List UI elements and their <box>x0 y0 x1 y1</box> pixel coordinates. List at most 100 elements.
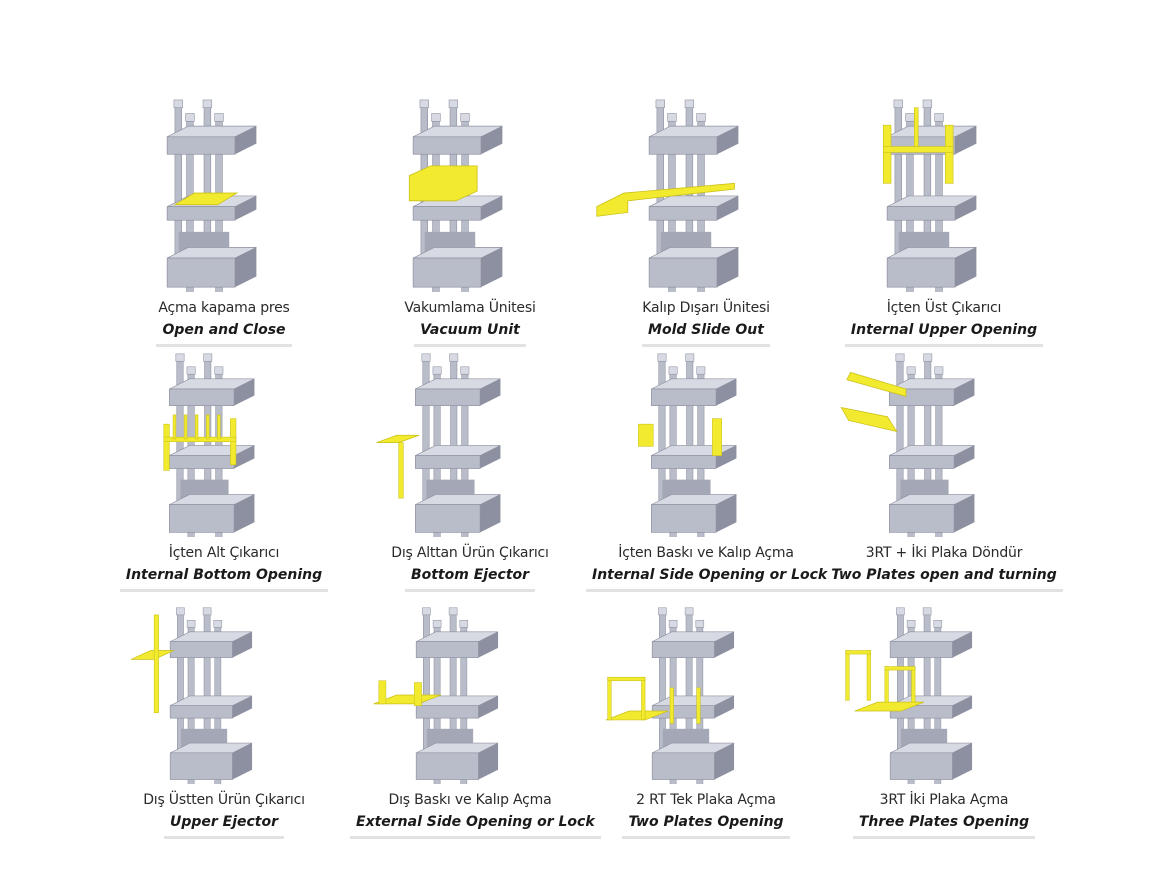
nut-icon <box>922 99 933 108</box>
nut-icon <box>905 113 915 122</box>
press-illustration <box>373 607 499 784</box>
frame-rod <box>845 650 850 701</box>
nut-icon <box>684 99 695 108</box>
frame-rod <box>669 687 674 724</box>
ejector-bar <box>945 124 954 184</box>
nut-icon <box>668 366 678 375</box>
middle-plate <box>414 445 501 469</box>
nut-icon <box>186 619 196 628</box>
middle-plate <box>650 445 737 469</box>
base-block <box>415 742 499 780</box>
base-block <box>414 494 501 533</box>
ejector-frame <box>163 436 236 443</box>
caption-english: Open and Close <box>156 320 292 347</box>
base-block <box>886 247 977 288</box>
nut-icon <box>175 353 184 362</box>
top-plate <box>166 125 257 155</box>
frame-top <box>845 650 871 655</box>
external-plate <box>373 694 442 705</box>
nut-icon <box>432 366 442 375</box>
top-plate <box>414 378 501 406</box>
middle-plate <box>168 445 255 469</box>
ejector-rod <box>914 107 919 147</box>
ejector-rod <box>194 414 198 440</box>
nut-icon <box>448 607 458 616</box>
nut-icon <box>933 619 943 628</box>
press-illustration <box>163 353 255 537</box>
nut-icon <box>933 366 943 375</box>
base-block <box>648 247 739 288</box>
nut-icon <box>658 607 667 616</box>
caption-turkish: İçten Baskı ve Kalıp Açma <box>618 545 794 561</box>
nut-icon <box>202 353 212 362</box>
ejector-frame <box>882 146 954 153</box>
ejector-bar <box>882 124 892 184</box>
top-plate <box>168 378 255 406</box>
frame-top <box>607 676 646 682</box>
nut-icon <box>448 353 458 362</box>
press-illustration <box>637 353 737 537</box>
press-illustration <box>840 353 975 537</box>
turning-plate-top <box>845 371 906 397</box>
frame-rod <box>884 666 889 703</box>
caption-turkish: Dış Baskı ve Kalıp Açma <box>388 792 552 808</box>
nut-icon <box>176 607 185 616</box>
nut-icon <box>684 607 694 616</box>
press-illustration <box>845 607 973 784</box>
nut-icon <box>202 99 213 108</box>
frame-rod <box>696 687 701 724</box>
ejector-plate <box>375 434 419 444</box>
base-block <box>166 247 257 288</box>
top-plate <box>169 631 253 658</box>
ejector-rod <box>172 414 176 440</box>
caption-english: Two Plates Opening <box>622 812 790 839</box>
caption-turkish: Açma kapama pres <box>158 300 290 316</box>
nut-icon <box>695 366 705 375</box>
top-plate <box>888 378 975 406</box>
press-illustration <box>408 99 503 292</box>
side-lock-right <box>711 418 722 456</box>
mold-plate <box>173 192 239 206</box>
ejector-rod <box>183 414 187 440</box>
caption-english: Mold Slide Out <box>642 320 770 347</box>
nut-icon <box>896 607 905 616</box>
caption-turkish: Kalıp Dışarı Ünitesi <box>642 300 770 316</box>
caption-english: External Side Opening or Lock <box>350 812 601 839</box>
nut-icon <box>459 366 469 375</box>
caption-turkish: İçten Alt Çıkarıcı <box>168 545 280 561</box>
press-illustration <box>375 353 501 537</box>
side-lock-left <box>637 423 653 447</box>
ejector-rod <box>153 614 159 714</box>
base-block <box>169 742 253 780</box>
nut-icon <box>922 353 932 362</box>
top-plate <box>648 125 739 155</box>
nut-icon <box>422 607 431 616</box>
nut-icon <box>922 607 932 616</box>
nut-icon <box>906 619 916 628</box>
top-plate <box>889 631 973 658</box>
press-illustration <box>166 99 257 292</box>
ejector-rod <box>397 442 404 499</box>
middle-plate <box>888 445 975 469</box>
nut-icon <box>459 619 469 628</box>
nut-icon <box>684 353 694 362</box>
nut-icon <box>934 113 944 122</box>
caption-turkish: Vakumlama Ünitesi <box>404 300 536 316</box>
nut-icon <box>906 366 916 375</box>
nut-icon <box>668 619 678 628</box>
caption-turkish: 2 RT Tek Plaka Açma <box>636 792 776 808</box>
nut-icon <box>448 99 459 108</box>
press-illustration <box>130 607 253 784</box>
base-block <box>650 494 737 533</box>
caption-english: Vacuum Unit <box>414 320 526 347</box>
nut-icon <box>214 113 224 122</box>
caption-english: Two Plates open and turning <box>825 565 1063 592</box>
caption-turkish: Dış Üstten Ürün Çıkarıcı <box>143 792 305 808</box>
caption-english: Bottom Ejector <box>404 565 536 592</box>
